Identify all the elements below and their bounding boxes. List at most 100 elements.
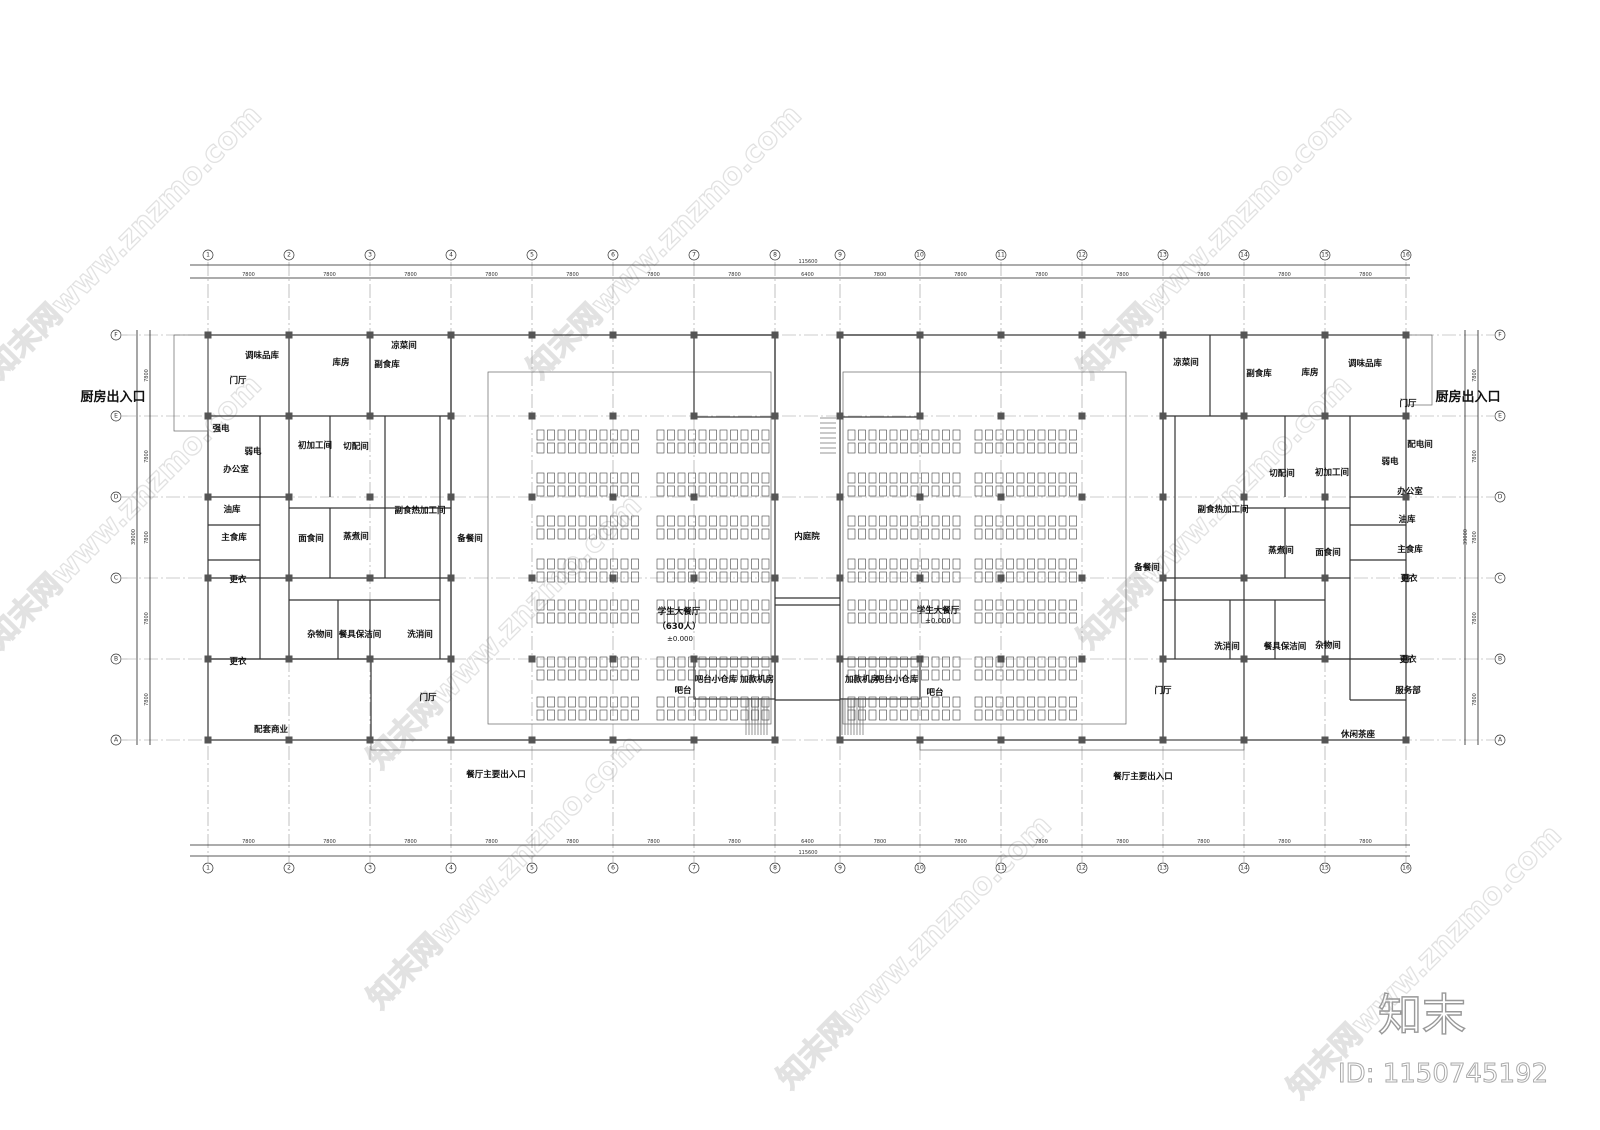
dining-table	[1037, 656, 1046, 668]
column	[1159, 655, 1167, 663]
column	[1321, 493, 1329, 501]
dining-table	[631, 485, 639, 497]
dining-table	[1069, 612, 1077, 624]
dining-table	[1006, 472, 1014, 484]
column	[836, 412, 844, 420]
dining-table	[730, 558, 738, 570]
dining-table	[942, 485, 950, 497]
dining-table	[1069, 558, 1077, 570]
dining-table	[900, 599, 908, 611]
span-dimension: 7800	[728, 839, 741, 845]
dining-table	[985, 558, 993, 570]
span-dimension: 7800	[566, 839, 579, 845]
dining-table	[557, 612, 566, 624]
dining-table	[921, 669, 929, 681]
dining-table	[942, 558, 950, 570]
main-entrance-right: 餐厅主要出入口	[1112, 771, 1173, 782]
dining-table	[889, 528, 898, 540]
dining-table	[589, 515, 597, 527]
dining-table	[974, 669, 983, 681]
dining-table	[1069, 472, 1077, 484]
dining-table	[910, 656, 919, 668]
dining-table	[879, 442, 887, 454]
dining-table	[931, 669, 940, 681]
column	[836, 736, 844, 744]
room-label: 副食库	[374, 359, 400, 370]
dining-table	[677, 696, 686, 708]
column	[1159, 493, 1167, 501]
dining-table	[1016, 656, 1025, 668]
dining-table	[900, 485, 908, 497]
dining-table	[599, 571, 608, 583]
dining-table	[568, 442, 576, 454]
dining-table	[1058, 429, 1067, 441]
room-label: 初加工间	[298, 440, 332, 451]
dining-table	[698, 571, 707, 583]
dining-table	[879, 429, 887, 441]
dining-table	[688, 515, 696, 527]
room-label: 主食库	[1397, 544, 1423, 555]
axis-bubble	[283, 862, 295, 874]
column	[836, 493, 844, 501]
dining-table	[1006, 528, 1014, 540]
dining-table	[719, 442, 728, 454]
dining-table	[751, 515, 759, 527]
dining-table	[709, 528, 717, 540]
dining-table	[879, 696, 887, 708]
dining-table	[709, 709, 717, 721]
dining-table	[952, 656, 961, 668]
dining-table	[974, 515, 983, 527]
axis-label: 4	[449, 865, 453, 872]
dining-table	[921, 528, 929, 540]
column	[1240, 574, 1248, 582]
dining-table	[974, 528, 983, 540]
dining-table	[547, 669, 555, 681]
axis-label: 14	[1240, 865, 1248, 872]
wall	[487, 371, 772, 725]
dining-table	[910, 558, 919, 570]
dining-table	[730, 599, 738, 611]
dining-table	[847, 599, 856, 611]
axis-label: 16	[1402, 865, 1410, 872]
dining-table	[620, 599, 629, 611]
dining-table	[995, 472, 1004, 484]
dining-table	[740, 669, 749, 681]
span-dimension: 7800	[1197, 839, 1210, 845]
axis-bubble	[202, 862, 214, 874]
span-dimension: 7800	[1472, 612, 1478, 625]
dining-table	[1069, 656, 1077, 668]
dining-table	[1058, 515, 1067, 527]
wall	[693, 334, 776, 418]
dining-table	[931, 485, 940, 497]
room-label: 办公室	[1397, 486, 1423, 497]
dining-table	[610, 485, 618, 497]
column	[771, 412, 779, 420]
dining-table	[931, 528, 940, 540]
dining-table	[985, 709, 993, 721]
dining-table	[620, 709, 629, 721]
dining-table	[656, 696, 665, 708]
dining-table	[578, 429, 587, 441]
dining-table	[1027, 515, 1035, 527]
dining-table	[709, 669, 717, 681]
dining-table	[751, 429, 759, 441]
hall-capacity: （630人）	[657, 621, 700, 632]
column	[1402, 574, 1410, 582]
axis-bubble	[110, 734, 122, 746]
dining-table	[730, 472, 738, 484]
axis-bubble	[769, 249, 781, 261]
dining-table	[1058, 528, 1067, 540]
dining-table	[698, 515, 707, 527]
dining-table	[847, 709, 856, 721]
dining-table	[547, 599, 555, 611]
dining-table	[952, 599, 961, 611]
wall	[842, 371, 1127, 725]
column	[1078, 412, 1086, 420]
dining-table	[688, 709, 696, 721]
dining-table	[557, 515, 566, 527]
dining-table	[921, 472, 929, 484]
dining-table	[1069, 571, 1077, 583]
dining-table	[1069, 696, 1077, 708]
axis-bubble	[914, 862, 926, 874]
dining-table	[740, 571, 749, 583]
